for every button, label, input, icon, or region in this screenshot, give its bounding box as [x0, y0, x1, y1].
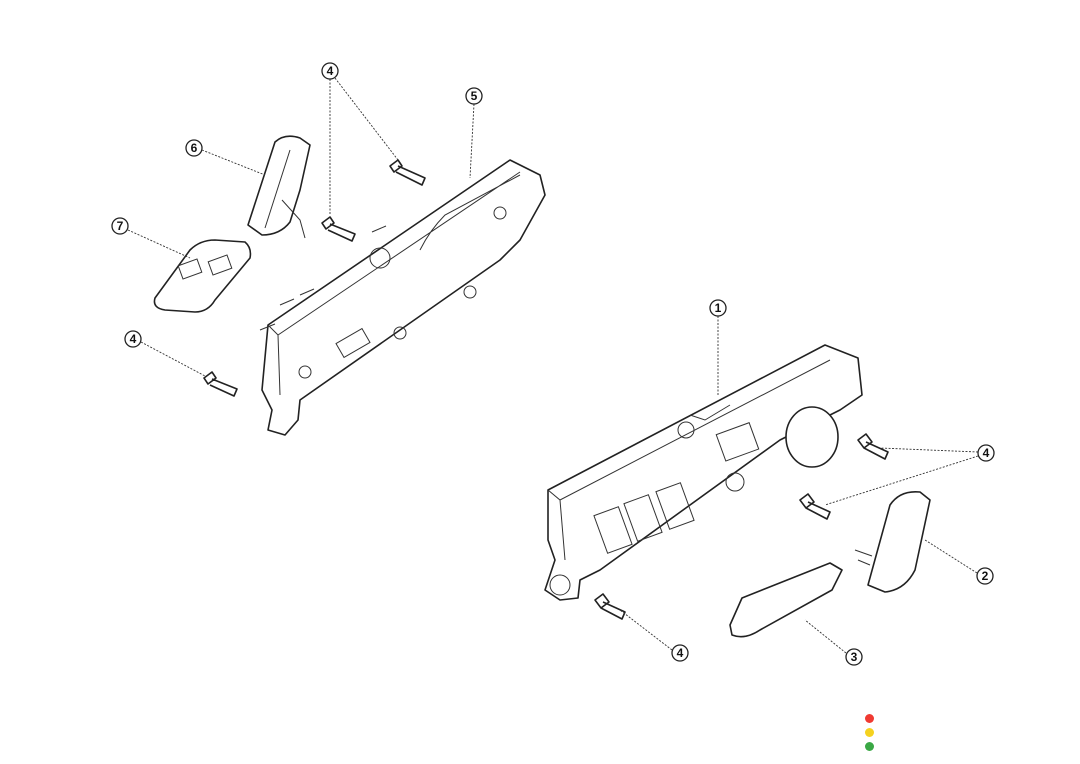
svg-text:3: 3: [851, 650, 858, 664]
callout-4: 4: [124, 330, 142, 348]
screws-4-lower: [594, 433, 889, 620]
part-3-cover: [729, 562, 843, 638]
callout-2: 2: [976, 567, 994, 585]
svg-text:1: 1: [715, 301, 722, 315]
leader-lines: [127, 77, 979, 654]
part-1-housing: [544, 344, 863, 601]
callout-5: 5: [465, 87, 483, 105]
svg-text:4: 4: [130, 332, 137, 346]
svg-text:7: 7: [117, 219, 124, 233]
part-5-housing: [259, 159, 546, 436]
svg-text:4: 4: [327, 64, 334, 78]
callout-3: 3: [845, 648, 863, 666]
callout-6: 6: [185, 139, 203, 157]
callout-4: 4: [671, 644, 689, 662]
svg-text:4: 4: [677, 646, 684, 660]
callout-4: 4: [977, 444, 995, 462]
callout-4: 4: [321, 62, 339, 80]
part-7-cover: [153, 239, 252, 313]
callout-7: 7: [111, 217, 129, 235]
svg-text:6: 6: [191, 141, 198, 155]
status-dot-yellow: [865, 728, 874, 737]
part-6-cover: [247, 135, 311, 239]
svg-text:5: 5: [471, 89, 478, 103]
svg-text:2: 2: [982, 569, 989, 583]
screws-4-upper: [203, 159, 426, 397]
status-dot-red: [865, 714, 874, 723]
svg-text:4: 4: [983, 446, 990, 460]
status-dot-green: [865, 742, 874, 751]
callout-1: 1: [709, 299, 727, 317]
part-2-cover: [854, 490, 931, 593]
